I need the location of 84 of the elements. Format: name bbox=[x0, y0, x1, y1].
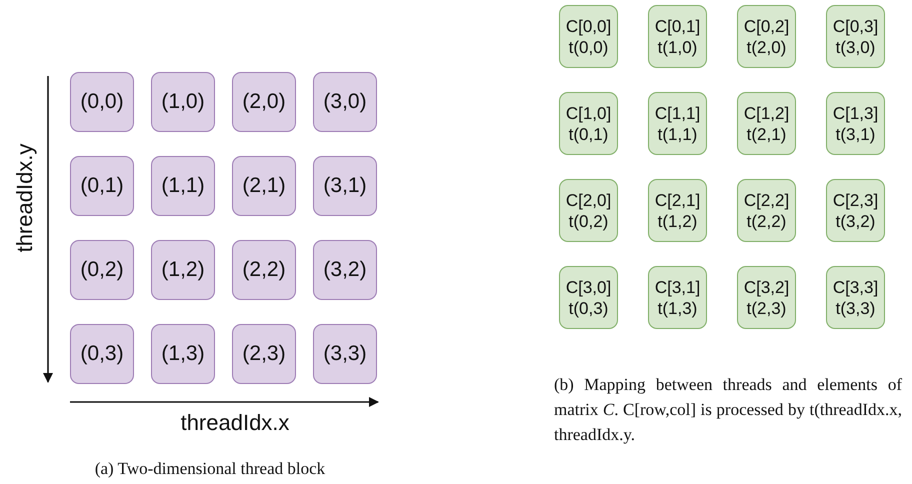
element-label: t(1,3) bbox=[658, 298, 698, 318]
thread-index: (3,0) bbox=[323, 90, 367, 114]
thread-box bbox=[232, 156, 296, 216]
element-label: t(3,1) bbox=[836, 124, 876, 144]
matrix-element-box bbox=[648, 266, 707, 329]
thread-index: (1,2) bbox=[161, 258, 205, 282]
thread-box bbox=[313, 324, 377, 384]
element-label: t(0,2) bbox=[568, 210, 608, 232]
matrix-element-box bbox=[559, 179, 618, 242]
element-label: t(2,2) bbox=[746, 210, 786, 232]
axis-label: threadIdx.x bbox=[180, 410, 290, 436]
element-label: C[3,3] bbox=[832, 276, 878, 298]
matrix-element-box bbox=[737, 266, 796, 329]
thread-box bbox=[151, 324, 215, 384]
thread-index: (3,1) bbox=[323, 174, 367, 198]
element-label: C[0,2] bbox=[744, 16, 790, 36]
element-label: C[1,0] bbox=[566, 102, 612, 124]
matrix-element-box bbox=[737, 179, 796, 242]
matrix-element-box bbox=[737, 5, 796, 68]
element-label: C[3,2] bbox=[744, 276, 790, 298]
element-label: t(2,0) bbox=[746, 36, 786, 58]
thread-index: (1,3) bbox=[161, 342, 205, 366]
thread-box bbox=[70, 72, 134, 132]
element-label: t(1,2) bbox=[658, 210, 698, 232]
thread-index: (3,3) bbox=[323, 342, 367, 366]
matrix-element-box bbox=[559, 266, 618, 329]
thread-index: (2,1) bbox=[242, 174, 286, 198]
thread-box bbox=[70, 240, 134, 300]
axis-label: threadIdx.y bbox=[12, 142, 38, 254]
figure-caption: (b) Mapping between threads and elements of matrix C. C[row,col] is processed by t(threadIdx.x, threadIdx.y. bbox=[554, 374, 902, 446]
element-label: C[0,3] bbox=[832, 16, 878, 36]
thread-box bbox=[313, 240, 377, 300]
thread-index: (3,2) bbox=[323, 258, 367, 282]
matrix-element-box bbox=[826, 266, 885, 329]
element-label: C[2,2] bbox=[744, 190, 790, 210]
element-label: t(0,3) bbox=[568, 298, 608, 318]
thread-box bbox=[70, 324, 134, 384]
thread-box bbox=[151, 240, 215, 300]
thread-index: (1,1) bbox=[161, 174, 205, 198]
thread-index: (0,0) bbox=[80, 90, 124, 114]
matrix-element-box bbox=[648, 5, 707, 68]
element-label: C[2,0] bbox=[566, 190, 612, 210]
element-label: t(0,0) bbox=[568, 36, 608, 58]
element-label: C[0,0] bbox=[566, 16, 612, 36]
thread-index: (2,3) bbox=[242, 342, 286, 366]
element-label: C[0,1] bbox=[654, 16, 700, 36]
thread-index: (0,2) bbox=[80, 258, 124, 282]
matrix-element-box bbox=[826, 5, 885, 68]
matrix-element-box bbox=[826, 92, 885, 155]
thread-box bbox=[313, 72, 377, 132]
matrix-element-box bbox=[559, 5, 618, 68]
element-label: t(1,1) bbox=[658, 124, 698, 144]
element-label: t(3,3) bbox=[836, 298, 876, 318]
element-label: C[2,3] bbox=[832, 190, 878, 210]
thread-box bbox=[70, 156, 134, 216]
matrix-element-box bbox=[648, 92, 707, 155]
thread-box bbox=[313, 156, 377, 216]
element-label: t(0,1) bbox=[568, 124, 608, 144]
element-label: t(2,3) bbox=[746, 298, 786, 318]
thread-index: (0,3) bbox=[80, 342, 124, 366]
element-label: C[2,1] bbox=[654, 190, 700, 210]
element-label: t(2,1) bbox=[746, 124, 786, 144]
thread-box bbox=[232, 240, 296, 300]
thread-index: (0,1) bbox=[80, 174, 124, 198]
element-label: C[1,2] bbox=[744, 102, 790, 124]
element-label: C[1,3] bbox=[832, 102, 878, 124]
element-label: C[3,0] bbox=[566, 276, 612, 298]
matrix-element-box bbox=[648, 179, 707, 242]
thread-index: (2,2) bbox=[242, 258, 286, 282]
element-label: t(3,0) bbox=[836, 36, 876, 58]
thread-box bbox=[232, 324, 296, 384]
matrix-element-box bbox=[737, 92, 796, 155]
matrix-element-box bbox=[559, 92, 618, 155]
element-label: t(3,2) bbox=[836, 210, 876, 232]
figure-caption: (a) Two-dimensional thread block bbox=[94, 458, 326, 480]
thread-index: (2,0) bbox=[242, 90, 286, 114]
matrix-element-box bbox=[826, 179, 885, 242]
element-label: t(1,0) bbox=[658, 36, 698, 58]
thread-box bbox=[151, 156, 215, 216]
thread-index: (1,0) bbox=[161, 90, 205, 114]
thread-box bbox=[232, 72, 296, 132]
element-label: C[1,1] bbox=[654, 102, 700, 124]
element-label: C[3,1] bbox=[654, 276, 700, 298]
thread-box bbox=[151, 72, 215, 132]
